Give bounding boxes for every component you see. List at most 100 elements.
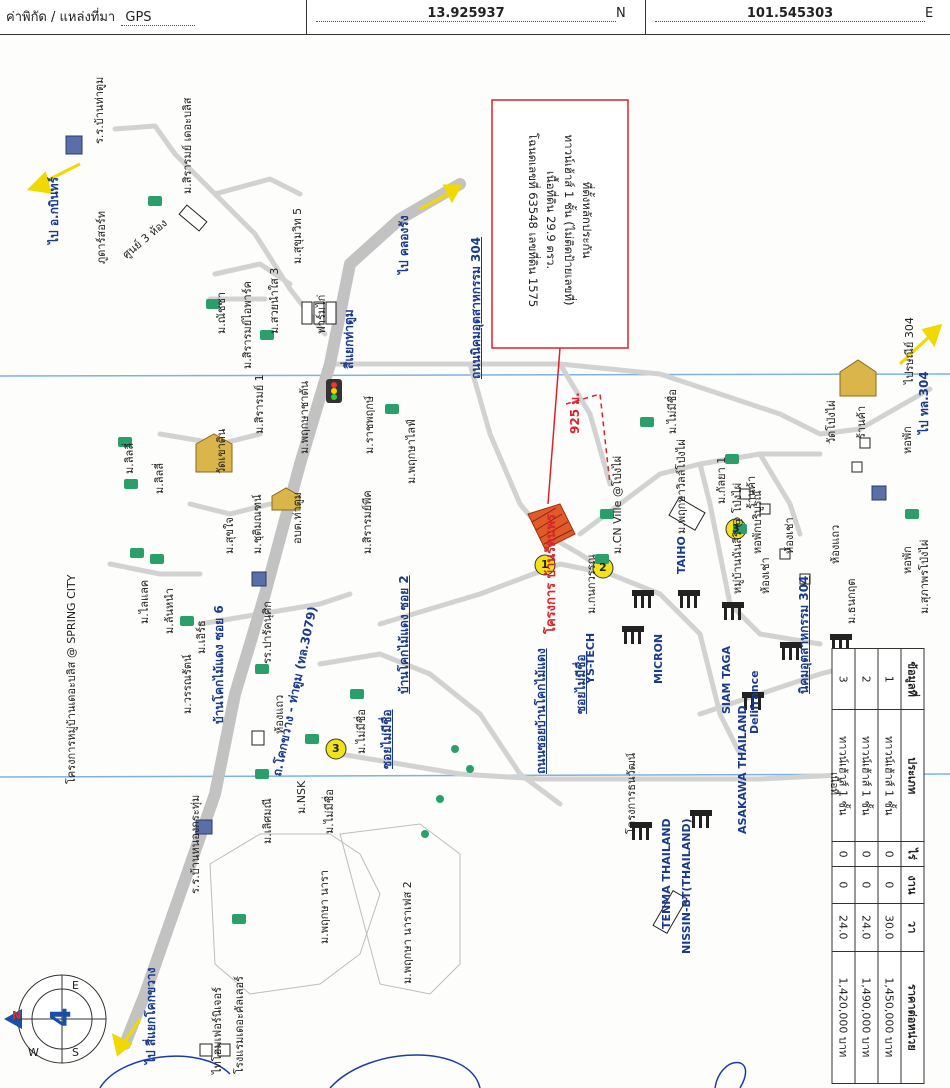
place-label: ม.สิรารมย์ 1 xyxy=(253,374,266,434)
place-label: ร้านค้า xyxy=(855,405,868,439)
house-icon xyxy=(725,454,739,464)
project-name: โครงการ บ้านรัตนพร xyxy=(544,514,559,634)
place-label: ม.NSK xyxy=(295,780,308,814)
place-label: ม.สิรารมย์พีค xyxy=(361,490,374,554)
table-cell-rai: 0 xyxy=(855,841,878,867)
minor-roads xyxy=(107,123,933,807)
th-ngan: งาน xyxy=(901,866,924,904)
th-no: ข้อมูลที่ xyxy=(901,648,924,710)
factory-icon xyxy=(678,590,700,608)
factory-icon xyxy=(722,602,744,620)
place-label: โครงการธนวัฒน์ xyxy=(625,752,638,834)
company-label: SIAM TAGA xyxy=(720,645,733,714)
compass-rose: 4 xyxy=(4,974,107,1064)
house-icon xyxy=(124,479,138,489)
table-cell-ngan: 0 xyxy=(878,866,901,904)
company-label: TAIHO xyxy=(675,536,688,574)
place-label: ม.พฤกษา นารา xyxy=(318,869,331,944)
place-label: หอพักบริบูรณ์ xyxy=(751,490,764,554)
subject-info-box xyxy=(491,99,629,349)
place-label: โรงแรมเดอะคัลเลอร์ xyxy=(233,976,246,1074)
table-cell-no: 3 xyxy=(832,648,855,710)
company-label: NISSIN-BT(THAILAND) xyxy=(680,818,693,954)
temple-icon xyxy=(271,487,301,511)
direction-label: ไป คลองรัง xyxy=(397,215,411,274)
place-label: ม.สวยนำใส 3 xyxy=(268,267,281,334)
place-label: ม.เลิศมณี xyxy=(261,798,274,844)
house-icon xyxy=(150,554,164,564)
coordinate-label: ค่าพิกัด / แหล่งที่มา xyxy=(6,10,116,25)
compass-w: W xyxy=(28,1046,39,1059)
north-arrow-icon xyxy=(4,1009,22,1029)
place-label: ฟาร์มไก่ xyxy=(315,294,328,334)
subject-info-lines: ที่ตั้งหลักประกัน ทาวน์เฮ้าส์ 1 ชั้น (ไม… xyxy=(524,100,596,340)
house-icon xyxy=(148,196,162,206)
marker-number: 3 xyxy=(332,742,340,755)
place-label: ห้องแถว xyxy=(273,694,286,734)
distance-line xyxy=(565,393,611,485)
latitude-suffix: N xyxy=(616,6,626,21)
place-label: ม.พฤกษาชาตัน xyxy=(298,380,311,454)
house-icon xyxy=(595,554,609,564)
house-icon xyxy=(385,404,399,414)
place-label: ม.พฤกษา นาราเฟส 2 xyxy=(401,881,414,984)
info-line-4: โฉนดเลขที่ 63548 เลขที่ดิน 1575 xyxy=(526,132,540,308)
small-structures xyxy=(178,204,871,1057)
place-label: รร.ปารัคนุศิก xyxy=(261,601,274,664)
place-label: ม.ณัชชา xyxy=(215,291,228,334)
place-label: ร.ร.บ้านหนองกระทุ่ม xyxy=(189,794,202,894)
factory-icons xyxy=(622,590,852,840)
place-label: ศูนย์ 3 ห้อง xyxy=(119,216,170,262)
longitude-suffix: E xyxy=(925,6,934,21)
house-icon xyxy=(118,437,132,447)
table-cell-price: 1,450,000 บาท xyxy=(878,951,901,1084)
marker-number: 2 xyxy=(599,561,607,574)
th-type: ประเภท xyxy=(901,709,924,842)
table-cell-rai: 0 xyxy=(878,841,901,867)
subject-info-text: ที่ตั้งหลักประกัน ทาวน์เฮ้าส์ 1 ชั้น (ไม… xyxy=(498,100,622,340)
compass-n: N xyxy=(12,1009,22,1022)
arrow-icon xyxy=(921,323,943,348)
place-label: ห้องเช่า xyxy=(783,517,796,554)
table-cell-ngan: 0 xyxy=(855,866,878,904)
place-label: หอพัก xyxy=(901,546,914,574)
place-label: อบต.ท่าตูม xyxy=(291,491,304,544)
th-price: ราคาต่อหน่วย xyxy=(901,951,924,1084)
road-label: บ้านโคกไม้แดง ซอย 6 xyxy=(212,605,226,724)
main-road xyxy=(119,178,466,1050)
place-label: ม.ไม่มีชื่อ xyxy=(666,389,679,434)
info-line-2: ทาวน์เฮ้าส์ 1 ชั้น (ไม่ติดป้ายเลขที่) xyxy=(562,134,576,306)
school-icon xyxy=(251,571,267,587)
company-label: TENMA THAILAND xyxy=(660,818,673,929)
place-label: ม.กนกวรรณ xyxy=(585,554,598,614)
place-label: ห้องเช่า xyxy=(759,557,772,594)
house-icon xyxy=(305,734,319,744)
place-label: ม.สุขใจ xyxy=(223,517,236,554)
th-rai: ไร่ xyxy=(901,841,924,867)
arrow-icon xyxy=(442,184,463,204)
marker-number: 1 xyxy=(541,558,549,571)
house-icon xyxy=(130,548,144,558)
place-label: ม.ไลแลค xyxy=(138,579,151,624)
place-label: ไทโฮมเฟอร์นิเจอร์ xyxy=(211,987,224,1074)
place-label: ม.วรรณรัตน์ xyxy=(181,654,194,714)
house-icon xyxy=(260,330,274,340)
place-label: ม.พฤกษาวิลล์โป่งไผ่ xyxy=(675,439,688,534)
road-label: ถนนซอยบ้านโคกไม้แดง xyxy=(534,648,548,774)
place-label: วัดโป่งไผ่ xyxy=(825,400,838,444)
comparable-table: ข้อมูลที่ ประเภท ไร่ งาน วา ราคาต่อหน่วย… xyxy=(831,648,925,1084)
place-label: ม.พฤกษาไลฟ์ xyxy=(405,419,418,484)
place-label: ม.สุขุมวิท 5 xyxy=(291,207,304,264)
house-icon xyxy=(640,417,654,427)
compass-4-icon: 4 xyxy=(44,1008,77,1027)
factory-icon xyxy=(690,810,712,828)
place-label: ม.CN Ville @โป่งไผ่ xyxy=(611,455,624,554)
compass-e: E xyxy=(72,979,79,992)
temple-icon xyxy=(195,433,233,473)
place-label: ม.ราชพฤกษ์ xyxy=(363,395,376,454)
road-label: ซอยไม่มีชื่อ xyxy=(380,709,394,769)
